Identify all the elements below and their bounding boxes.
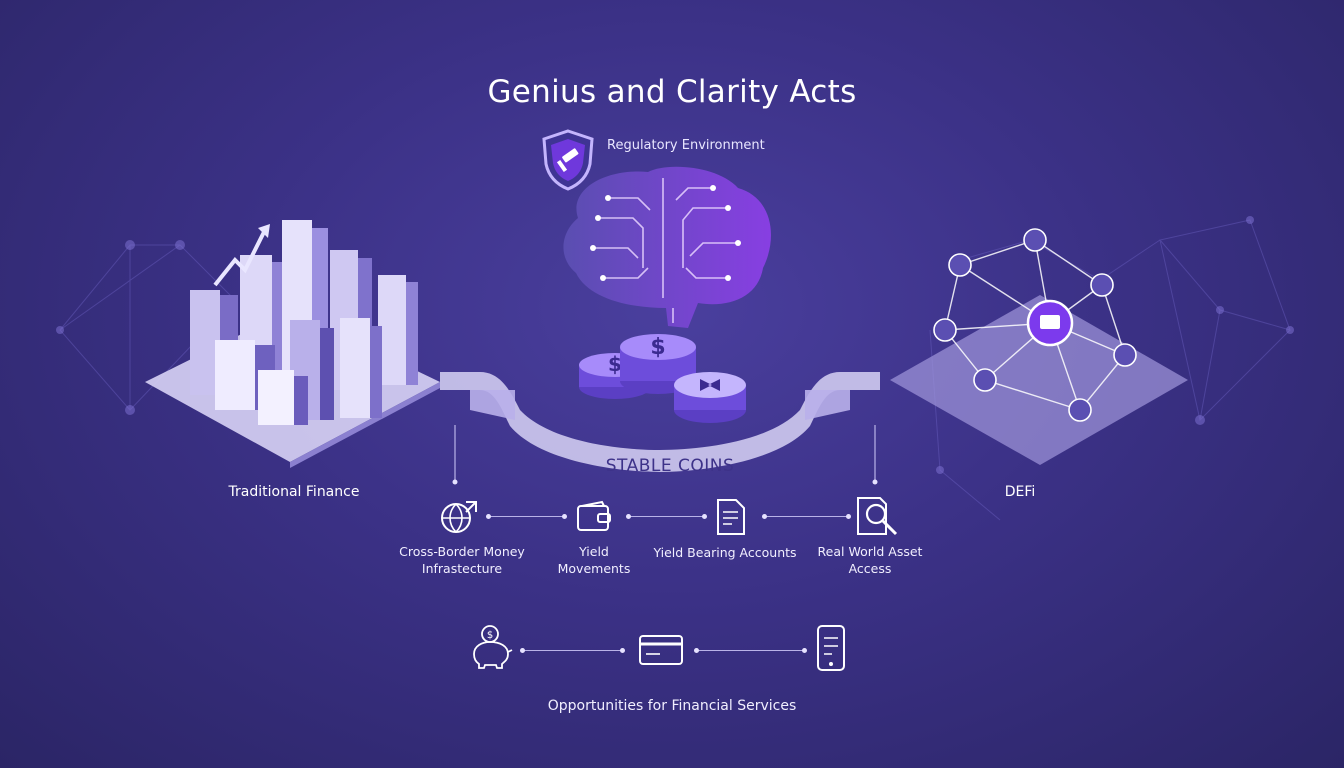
connector-dot — [626, 514, 631, 519]
credit-card-icon — [639, 635, 683, 665]
feature-label-line: Yield — [579, 544, 609, 559]
opportunities-label: Opportunities for Financial Services — [547, 698, 797, 714]
regulatory-environment-label: Regulatory Environment — [607, 138, 765, 153]
stablecoin-stack-icon: $ $ — [579, 334, 746, 423]
connector-dot — [762, 514, 767, 519]
stablecoins-ribbon — [440, 372, 880, 472]
feature-label: Real World Asset Access — [800, 543, 940, 577]
brain-circuit-icon — [563, 166, 771, 328]
svg-text:$: $ — [608, 352, 622, 376]
connector-dot — [520, 648, 525, 653]
feature-label-line: Infrastecture — [421, 561, 503, 576]
piggy-bank-icon: $ — [473, 625, 513, 669]
feature-label: Cross-Border Money Infrastecture — [382, 543, 542, 577]
smartphone-icon — [817, 625, 845, 671]
feature-connector — [628, 516, 704, 517]
feature-label: Yield Movements — [534, 543, 654, 577]
connector-dot — [846, 514, 851, 519]
feature-label: Yield Bearing Accounts — [650, 544, 800, 561]
feature-label-line: Real World Asset — [817, 544, 923, 559]
feature-label-line: Movements — [557, 561, 631, 576]
connector-dot — [620, 648, 625, 653]
page-title: Genius and Clarity Acts — [487, 74, 857, 110]
connector-dot — [694, 648, 699, 653]
feature-label-line: Access — [848, 561, 892, 576]
defi-label: DEFi — [1004, 484, 1036, 500]
document-icon — [717, 499, 745, 535]
connector-dot — [486, 514, 491, 519]
defi-network-icon — [890, 228, 1188, 465]
traditional-finance-city-icon — [145, 220, 440, 468]
opportunity-connector — [696, 650, 804, 651]
magnifier-document-icon — [857, 497, 898, 536]
wallet-icon — [577, 500, 611, 531]
connector-lines — [452, 425, 878, 485]
shield-gavel-icon — [542, 129, 594, 191]
connector-dot — [702, 514, 707, 519]
traditional-finance-label: Traditional Finance — [228, 484, 360, 500]
connector-dot — [802, 648, 807, 653]
stablecoins-label: STABLE COINS — [605, 456, 735, 476]
connector-dot — [562, 514, 567, 519]
feature-label-line: Yield Bearing Accounts — [653, 545, 797, 560]
feature-label-line: Cross-Border Money — [399, 544, 525, 559]
globe-arrows-icon — [441, 501, 477, 533]
svg-text:$: $ — [650, 335, 665, 360]
feature-connector — [764, 516, 848, 517]
feature-connector — [488, 516, 564, 517]
opportunity-connector — [522, 650, 622, 651]
svg-text:$: $ — [487, 630, 493, 641]
